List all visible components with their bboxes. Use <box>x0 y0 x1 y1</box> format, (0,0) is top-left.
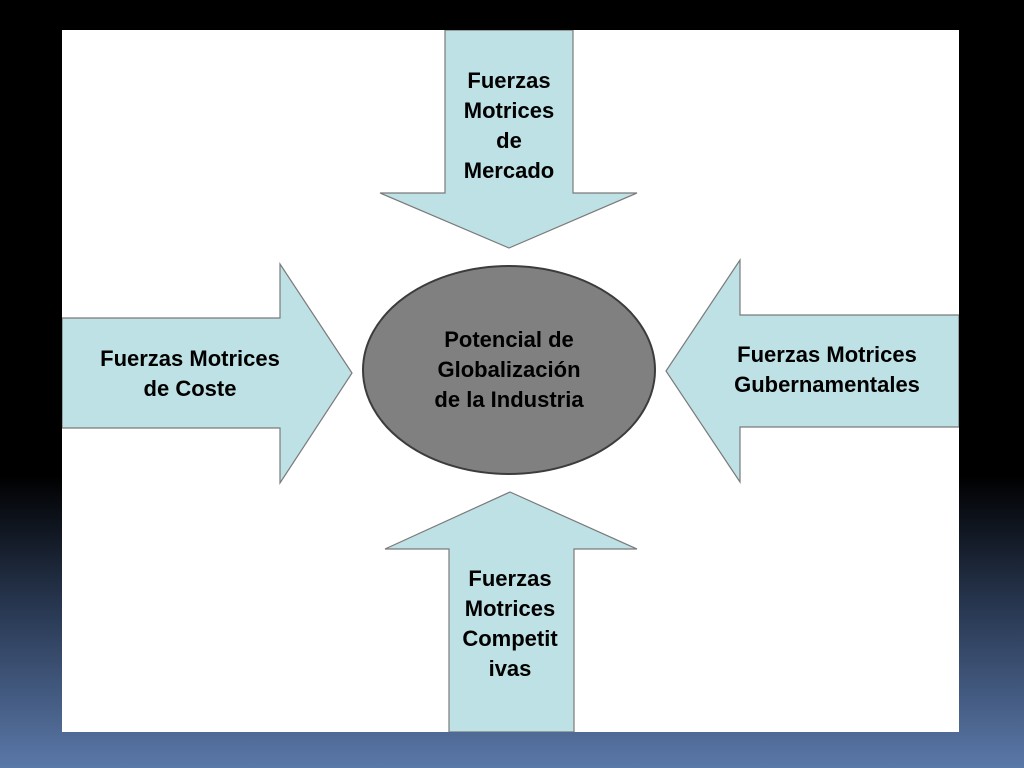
arrow-down-market <box>379 30 638 249</box>
center-ellipse <box>362 265 656 475</box>
label-top-arrow: Fuerzas Motrices de Mercado <box>463 68 555 183</box>
arrow-up-competitive <box>384 491 638 732</box>
label-center: Potencial de Globalización de la Industr… <box>434 327 584 412</box>
label-left-arrow: Fuerzas Motrices de Coste <box>100 346 280 401</box>
arrow-left-government <box>665 258 959 484</box>
globalization-diagram <box>62 30 959 732</box>
slide-canvas: Fuerzas Motrices de Mercado Fuerzas Motr… <box>62 30 959 732</box>
arrow-right-cost <box>62 262 353 486</box>
label-right-arrow: Fuerzas Motrices Gubernamentales <box>734 342 920 397</box>
label-bottom-arrow: Fuerzas Motrices Competit ivas <box>462 566 558 681</box>
